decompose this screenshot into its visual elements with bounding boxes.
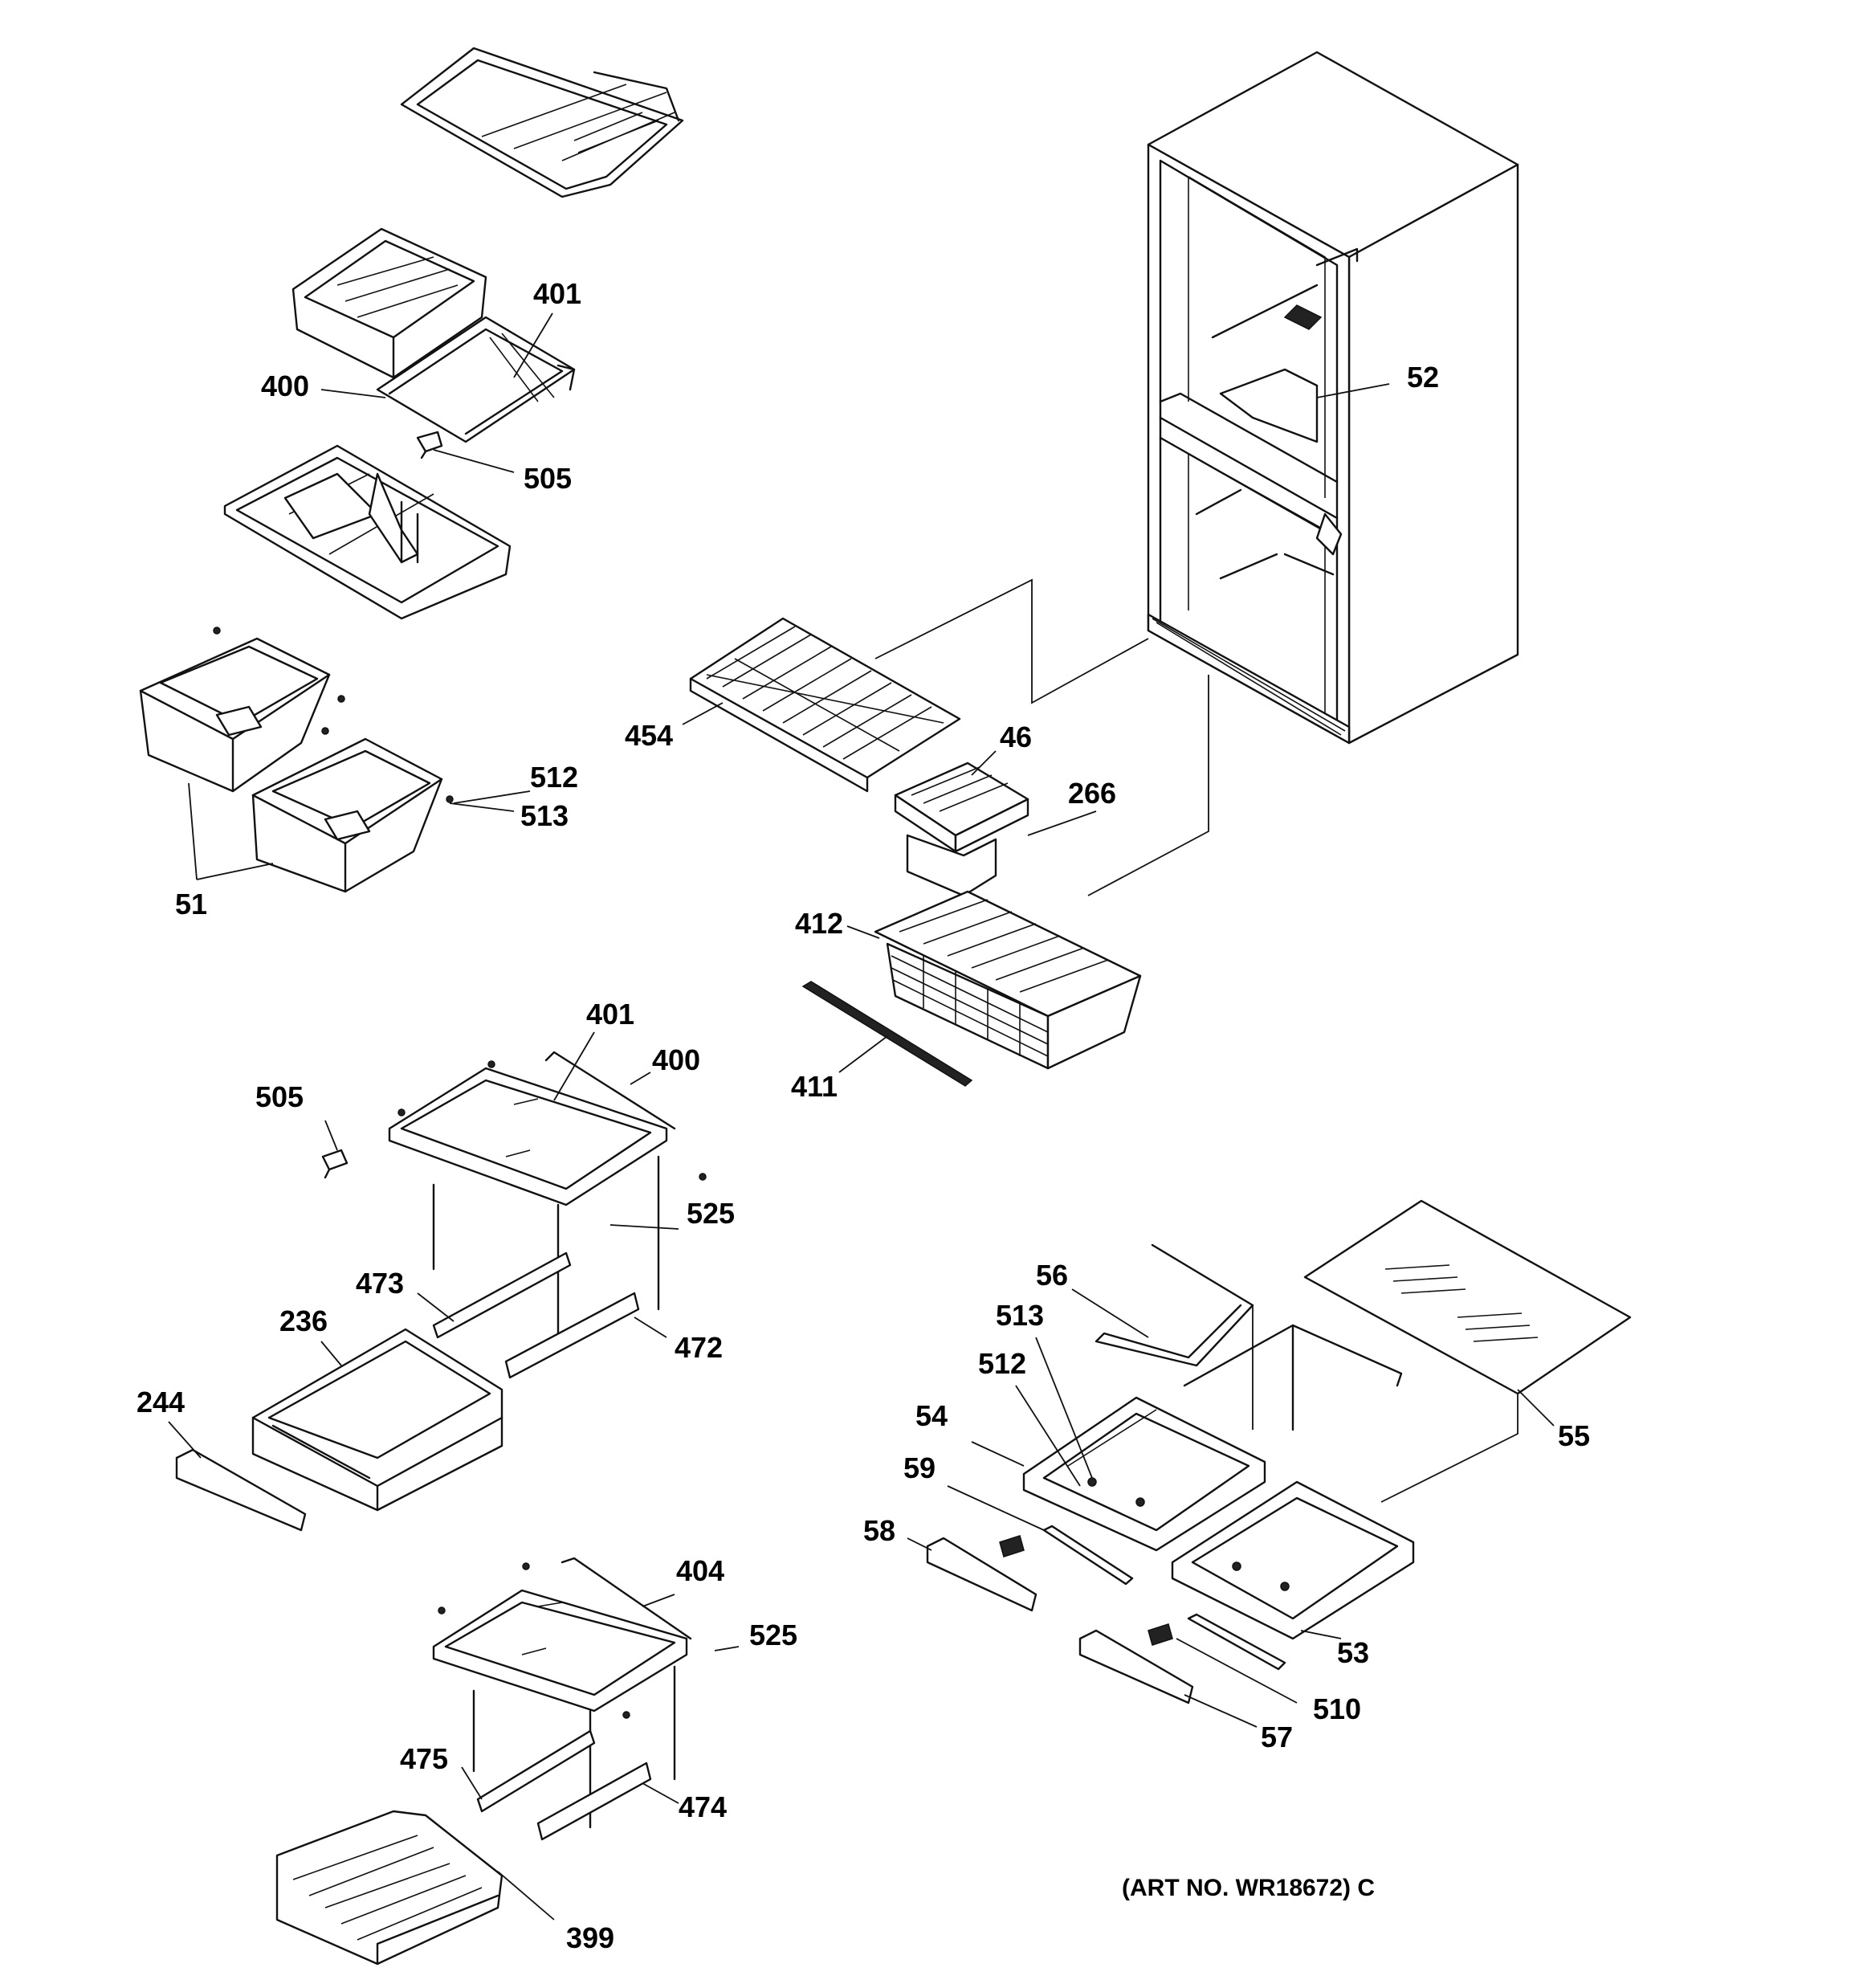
refrigerator-cabinet [1147, 51, 1519, 745]
crisper-drawer-left [139, 637, 331, 793]
callout-53: 53 [1337, 1636, 1369, 1669]
trim-58 [926, 1537, 1037, 1612]
callout-473: 473 [356, 1267, 404, 1300]
bracket-510 [1148, 1623, 1173, 1646]
callout-244: 244 [137, 1386, 185, 1419]
cabinet-leader-shelf [874, 578, 1149, 704]
callout-401-top: 401 [533, 277, 581, 310]
shelf-frame-53 [1171, 1480, 1415, 1640]
callout-513-right: 513 [996, 1299, 1044, 1332]
callout-labels: 401 400 505 52 454 46 266 512 513 51 412… [137, 277, 1590, 1954]
callout-54: 54 [915, 1399, 948, 1432]
callout-513-top: 513 [520, 799, 569, 832]
callout-505-top: 505 [524, 462, 572, 495]
callout-55: 55 [1558, 1419, 1590, 1452]
callout-475: 475 [400, 1742, 448, 1775]
callout-266: 266 [1068, 777, 1116, 810]
drawer-screw-3 [321, 727, 329, 735]
trim-57 [1078, 1629, 1194, 1704]
frame-leader-2 [1380, 1394, 1519, 1503]
lower-shelf-screw-2 [438, 1606, 446, 1614]
callout-512-top: 512 [530, 761, 578, 794]
shelf-screw-2 [397, 1108, 406, 1116]
slide-59 [1042, 1525, 1134, 1586]
callout-57: 57 [1261, 1721, 1293, 1753]
callout-525-mid: 525 [687, 1197, 735, 1230]
rail-474 [536, 1761, 652, 1841]
crisper-pan-upper [291, 227, 487, 379]
callout-400-top: 400 [261, 369, 309, 402]
callout-46: 46 [1000, 720, 1032, 753]
glass-shelf-middle [388, 1051, 676, 1351]
callout-400-mid: 400 [652, 1043, 700, 1076]
callout-472: 472 [675, 1331, 723, 1364]
shelf-screw-1 [487, 1060, 495, 1068]
callout-474: 474 [679, 1790, 727, 1823]
drawer-screw-1 [213, 627, 221, 635]
lower-shelf-screw-1 [522, 1562, 530, 1570]
crisper-drawer-right [251, 737, 443, 893]
callout-401-mid: 401 [586, 998, 634, 1031]
glass-shelf-55 [1303, 1199, 1632, 1395]
callout-525-low: 525 [749, 1619, 797, 1651]
callout-58: 58 [863, 1514, 895, 1547]
glass-shelf-lower [432, 1557, 692, 1829]
shelf-frame-54 [1022, 1396, 1266, 1552]
freezer-basket [874, 890, 1142, 1070]
callout-404: 404 [676, 1554, 724, 1587]
frame-56 [1095, 1243, 1254, 1367]
rail-472 [504, 1292, 640, 1379]
callout-56: 56 [1036, 1259, 1068, 1292]
callout-512-right: 512 [978, 1347, 1026, 1380]
callout-leaders [168, 312, 1555, 1921]
clip-505-upper [416, 431, 443, 459]
deli-drawer [251, 1328, 503, 1512]
callout-411: 411 [791, 1070, 838, 1103]
art-number: (ART NO. WR18672) C [1122, 1875, 1375, 1901]
callout-51: 51 [175, 888, 207, 921]
clip-505-middle [321, 1149, 349, 1179]
rail-473 [432, 1251, 572, 1339]
callout-399: 399 [566, 1921, 614, 1954]
callout-454: 454 [625, 719, 673, 752]
drawer-screw-2 [337, 695, 345, 703]
drawer-handle-244 [175, 1448, 307, 1532]
callout-510: 510 [1313, 1692, 1361, 1725]
callout-505-mid: 505 [255, 1080, 304, 1113]
rail-475 [476, 1729, 596, 1813]
callout-52: 52 [1407, 361, 1439, 394]
meat-pan-cover [223, 444, 512, 620]
glass-shelf-upper [376, 316, 576, 443]
frame-rear [1183, 1324, 1403, 1387]
callout-412: 412 [795, 907, 843, 940]
drawer-screw-4 [446, 795, 454, 803]
callout-236: 236 [279, 1304, 328, 1337]
cabinet-leader-basket [1087, 675, 1209, 896]
callout-59: 59 [903, 1451, 936, 1484]
basket-rail [801, 981, 973, 1087]
door-bin-tray [275, 1810, 503, 1966]
lower-shelf-screw-3 [622, 1711, 630, 1719]
slide-510 [1187, 1613, 1286, 1671]
bracket-58 [999, 1535, 1025, 1557]
shelf-screw-3 [699, 1173, 707, 1181]
freezer-wire-shelf [689, 617, 961, 793]
top-tray-assembly [400, 47, 684, 198]
ice-tray-assembly [894, 761, 1029, 897]
